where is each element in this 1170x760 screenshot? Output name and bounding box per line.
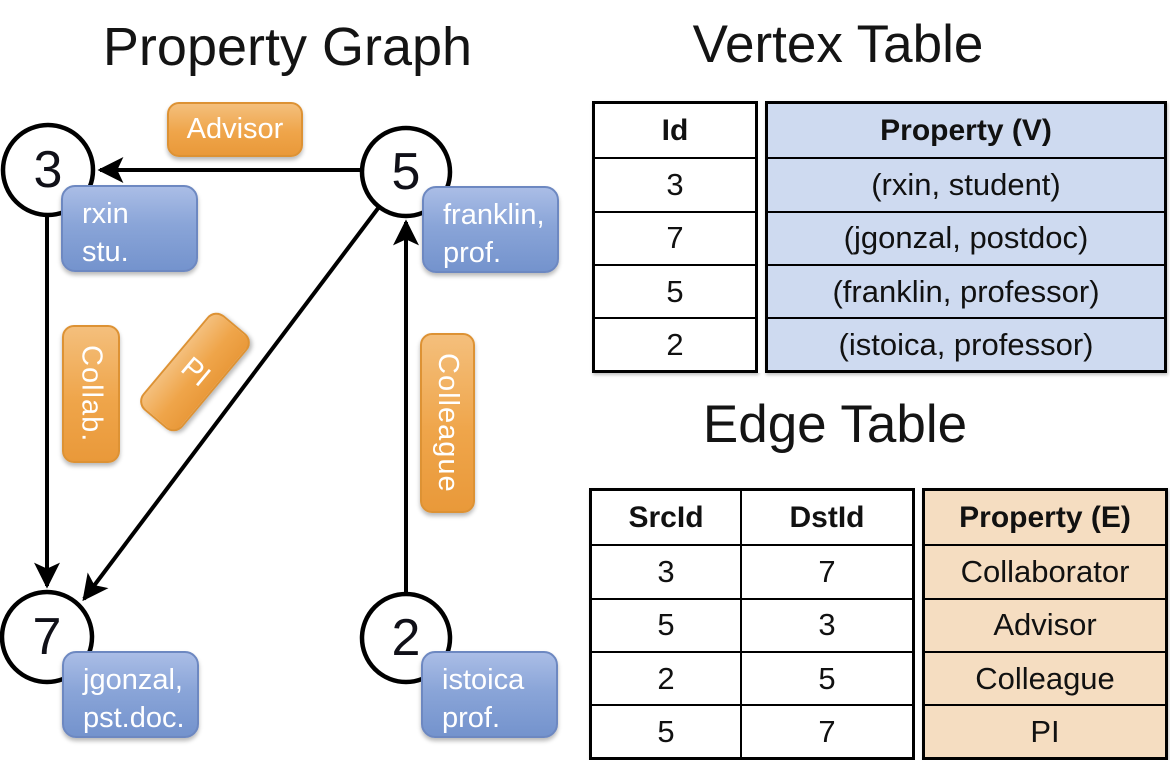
property-graph-title: Property Graph — [102, 17, 473, 77]
edge-table-property-column: Property (E) Collaborator Advisor Collea… — [922, 488, 1168, 760]
edge-label-text: PI — [174, 350, 217, 393]
vertex-table-property-cells: (rxin, student) (jgonzal, postdoc) (fran… — [768, 157, 1164, 371]
vertex-table-id-cell: 5 — [595, 263, 755, 317]
edge-table-srcid-cell: 5 — [592, 597, 740, 651]
edge-table-property-header: Property (E) — [925, 491, 1165, 545]
vertex-table: Id 3 7 5 2 Property (V) (rxin, student) … — [592, 101, 1167, 374]
vertex-table-property-column: Property (V) (rxin, student) (jgonzal, p… — [765, 101, 1167, 374]
vertex-property-line1: istoica — [442, 664, 525, 696]
vertex-property-line1: franklin, — [443, 199, 545, 231]
edge-table-dstid-cell: 3 — [740, 597, 912, 651]
edge-table-srcid-cell: 3 — [592, 544, 740, 597]
edge-label-text: Advisor — [186, 113, 284, 145]
edge-table-dstid-cell: 7 — [740, 704, 912, 758]
vertex-property-box-2: istoica prof. — [421, 651, 558, 738]
edge-table-property-cells: Collaborator Advisor Colleague PI — [925, 544, 1165, 758]
vertex-property-line2: prof. — [442, 702, 501, 735]
edge-table-row: 5 7 — [592, 704, 912, 758]
node-id-5: 5 — [391, 143, 421, 201]
vertex-table-property-cell: (rxin, student) — [768, 157, 1164, 211]
edge-label-collab: Collab. — [62, 325, 120, 463]
edge-table-id-cells: 3 7 5 3 2 5 5 7 — [592, 544, 912, 758]
vertex-table-property-cell: (franklin, professor) — [768, 263, 1164, 318]
vertex-property-box-7: jgonzal, pst.doc. — [62, 651, 199, 738]
node-id-3: 3 — [33, 141, 63, 199]
node-id-2: 2 — [391, 609, 421, 667]
edge-table-srcid-cell: 5 — [592, 704, 740, 757]
edge-table-dstid-header: DstId — [740, 491, 912, 545]
vertex-table-id-cell: 7 — [595, 210, 755, 264]
edge-label-text: Colleague — [432, 353, 464, 493]
node-id-7: 7 — [32, 608, 62, 666]
edge-table-id-columns: SrcId DstId 3 7 5 3 2 5 5 7 — [589, 488, 915, 760]
edge-5-to-7-pi — [82, 205, 381, 602]
vertex-property-line2: stu. — [82, 236, 129, 269]
vertex-property-line2: prof. — [443, 237, 502, 270]
vertex-property-box-3: rxin stu. — [61, 185, 198, 272]
edge-table-dstid-cell: 5 — [740, 650, 912, 705]
vertex-table-id-cells: 3 7 5 2 — [595, 157, 755, 370]
edge-label-colleague: Colleague — [420, 333, 475, 513]
edge-table-property-cell: Colleague — [925, 650, 1165, 705]
vertex-table-id-cell: 3 — [595, 157, 755, 210]
vertex-table-property-cell: (istoica, professor) — [768, 317, 1164, 371]
vertex-table-gap — [758, 101, 765, 374]
vertex-property-line1: jgonzal, — [83, 664, 183, 696]
edge-table-srcid-header: SrcId — [628, 500, 704, 534]
vertex-table-property-cell: (jgonzal, postdoc) — [768, 210, 1164, 264]
vertex-table-id-column: Id 3 7 5 2 — [592, 101, 758, 374]
vertex-property-box-5: franklin, prof. — [422, 186, 559, 273]
edge-label-text: Collab. — [75, 345, 108, 443]
edge-label-advisor: Advisor — [167, 102, 303, 157]
edge-table-gap — [915, 488, 922, 760]
edge-table-dstid-cell: 7 — [740, 544, 912, 598]
edge-table-row: 5 3 — [592, 597, 912, 651]
edge-table-property-cell: Collaborator — [925, 544, 1165, 598]
vertex-property-line2: pst.doc. — [83, 702, 185, 735]
edge-table-property-cell: Advisor — [925, 597, 1165, 651]
edge-table-srcid-cell: 2 — [592, 650, 740, 704]
edge-table-row: 3 7 — [592, 544, 912, 598]
vertex-table-property-header: Property (V) — [768, 104, 1164, 158]
vertex-table-id-cell: 2 — [595, 317, 755, 370]
vertex-property-line1: rxin — [82, 198, 129, 230]
edge-table-property-cell: PI — [925, 704, 1165, 758]
vertex-table-id-header: Id — [661, 113, 689, 147]
edge-table-title: Edge Table — [702, 395, 968, 454]
edge-table-row: 2 5 — [592, 650, 912, 705]
vertex-table-title: Vertex Table — [692, 15, 984, 74]
edge-table: SrcId DstId 3 7 5 3 2 5 5 7 Property (E)… — [589, 488, 1168, 760]
